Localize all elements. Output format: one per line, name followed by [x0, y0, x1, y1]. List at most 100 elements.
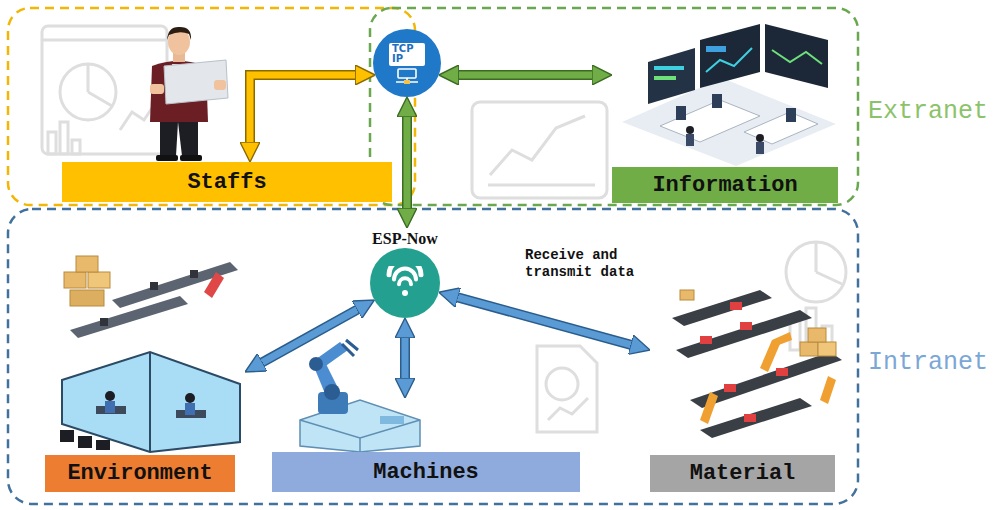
control-room	[756, 134, 764, 142]
faint-icons	[537, 346, 597, 432]
faint-icons	[42, 26, 167, 154]
network-label: Intranet	[868, 348, 988, 377]
staff-figure	[180, 155, 202, 161]
wifi-symbol	[399, 278, 411, 284]
material-illustration	[776, 368, 788, 376]
network-label: Extranet	[868, 97, 988, 126]
factory-illustration	[149, 352, 151, 452]
faint-icons	[786, 242, 846, 302]
material-illustration	[808, 328, 826, 342]
staff-figure	[167, 27, 191, 40]
control-room	[765, 24, 828, 88]
bar-label: Machines	[373, 460, 479, 485]
bar-label: Material	[690, 461, 796, 486]
factory-illustration	[96, 440, 110, 450]
network-label: Extranet	[868, 97, 988, 126]
factory-illustration	[76, 256, 98, 272]
machine-illustration	[324, 384, 340, 400]
machine-illustration	[359, 438, 361, 452]
control-room	[706, 46, 726, 52]
material-illustration	[676, 310, 812, 358]
tcp-ip-circle: TCP IP	[373, 29, 441, 97]
arrow-outline	[400, 332, 410, 384]
control-room	[712, 94, 722, 108]
faint-icons	[72, 140, 80, 154]
faint-icons	[472, 102, 607, 198]
material-illustration	[700, 392, 718, 424]
label-bar: Staffs	[62, 162, 392, 202]
material-illustration	[680, 290, 694, 300]
faint-icons	[546, 368, 578, 400]
machine-illustration	[380, 416, 404, 424]
factory-illustration	[100, 318, 108, 326]
staff-figure	[160, 118, 198, 156]
control-room	[686, 126, 694, 134]
control-room	[654, 66, 684, 70]
arrow-shaft	[404, 111, 411, 214]
staffs-bar: Staffs	[62, 162, 392, 202]
control-room	[786, 108, 796, 122]
arrow-shaft	[250, 75, 361, 148]
control-room	[654, 76, 676, 80]
factory-illustration	[185, 403, 195, 415]
double-arrow	[257, 307, 362, 365]
factory-illustration	[88, 272, 110, 288]
material-illustration	[800, 342, 818, 356]
factory-illustration	[204, 272, 224, 298]
network-icon	[404, 80, 410, 84]
factory-illustration	[60, 430, 74, 442]
double-arrow	[452, 296, 636, 346]
staff-figure	[156, 155, 178, 161]
protocol-label: TCP IP	[389, 43, 425, 66]
machine-illustration	[342, 340, 358, 356]
network-icon	[392, 68, 422, 84]
label-bar: Material	[650, 455, 835, 492]
environment-bar: Environment	[45, 262, 245, 492]
factory-illustration	[70, 290, 104, 306]
faint-icons	[548, 398, 588, 420]
faint-icons	[490, 116, 585, 175]
arrow-outline	[257, 307, 362, 365]
node-heading: ESP-Now	[367, 230, 443, 248]
factory-illustration	[78, 436, 92, 448]
edge-label: Receive and transmit data	[525, 247, 645, 281]
arrow-shaft	[452, 296, 636, 346]
control-room	[676, 106, 686, 120]
arrow-outline	[452, 296, 636, 346]
material-illustration	[672, 290, 772, 326]
material-illustration	[700, 398, 812, 438]
factory-illustration	[185, 393, 195, 403]
factory-illustration	[64, 272, 86, 288]
material-illustration	[820, 376, 836, 404]
control-room	[772, 50, 822, 64]
wifi-symbol	[385, 266, 425, 300]
faint-icons	[816, 242, 842, 284]
faint-icons	[60, 122, 68, 154]
esp-now-circle: ESP-Now	[367, 228, 443, 318]
faint-icons	[48, 132, 56, 154]
bar-label: Information	[652, 173, 797, 198]
double-arrow	[250, 75, 361, 148]
control-room	[686, 134, 694, 146]
material-illustration	[672, 290, 842, 438]
arrow-outline	[453, 70, 598, 80]
factory-illustration	[150, 282, 158, 290]
arrow-outline	[402, 111, 412, 214]
bar-label: Environment	[67, 461, 212, 486]
wifi-symbol	[402, 290, 408, 296]
label-bar: Information	[612, 167, 838, 203]
machine-illustration	[309, 357, 323, 371]
network-icon	[398, 69, 416, 78]
faint-icons	[88, 64, 112, 106]
control-room	[744, 112, 818, 144]
factory-illustration	[105, 391, 115, 401]
material-illustration	[724, 384, 736, 392]
information-bar: Information	[612, 20, 838, 203]
faint-icons	[60, 64, 116, 120]
factory-illustration	[62, 352, 240, 452]
wireless-circle	[370, 248, 440, 318]
machines-bar: Machines	[272, 398, 580, 492]
edge-label: Receive and transmit data	[525, 247, 645, 281]
control-room	[648, 48, 695, 104]
